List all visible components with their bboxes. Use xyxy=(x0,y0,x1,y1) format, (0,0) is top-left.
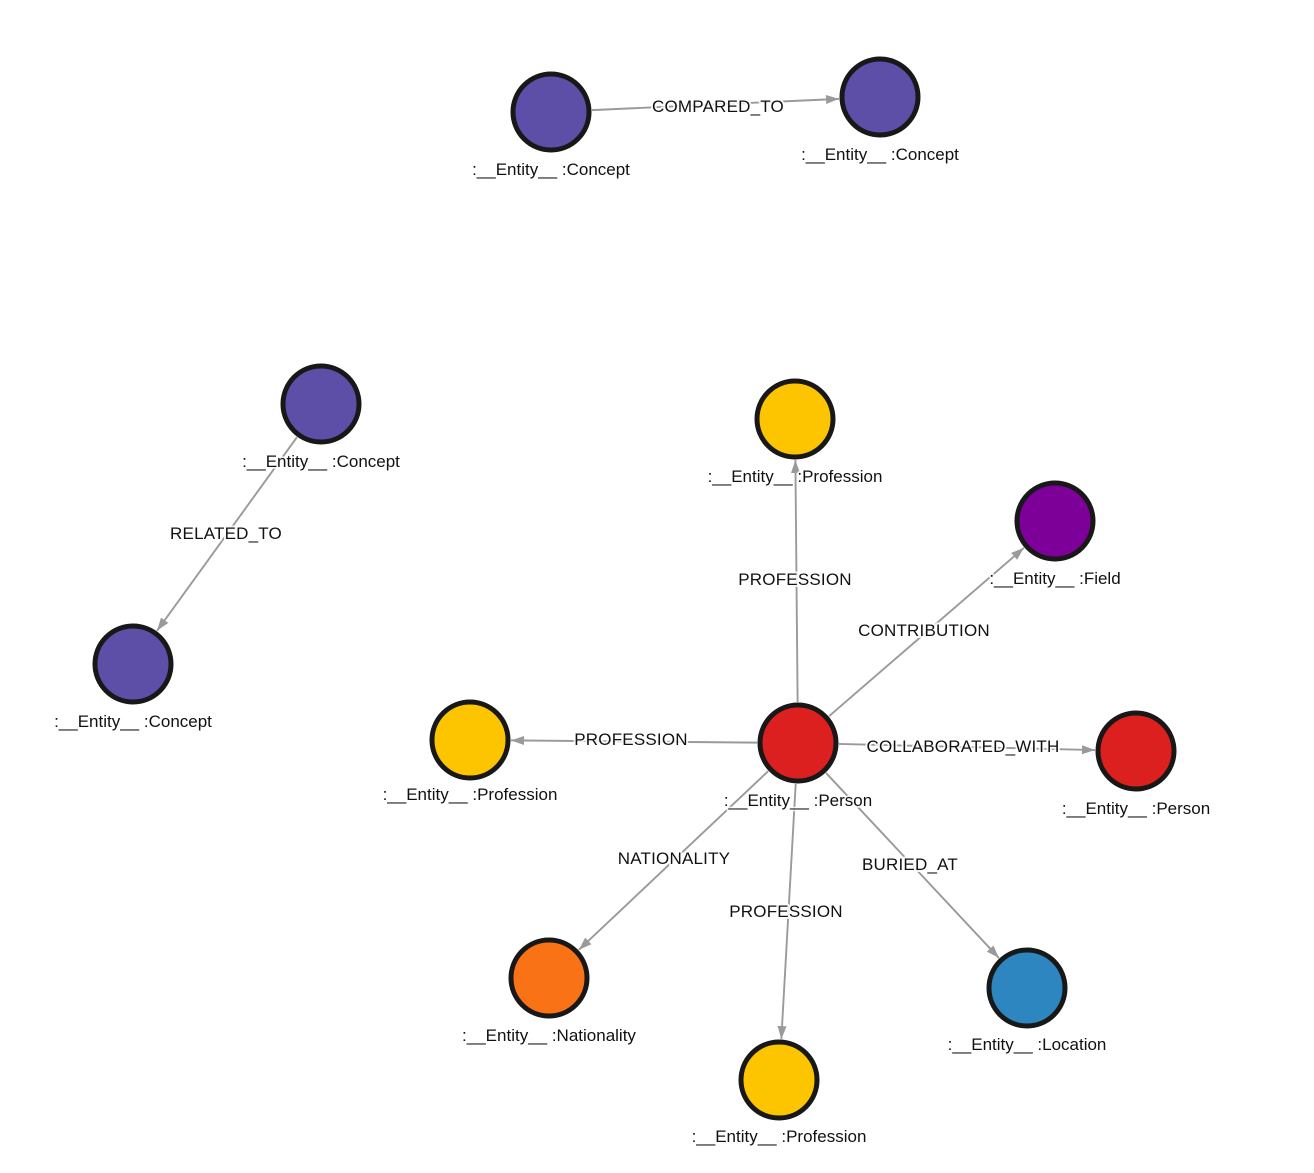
edge-arrowhead-icon xyxy=(578,937,592,950)
edge-arrowhead-icon xyxy=(986,945,1000,959)
edges-layer xyxy=(156,94,1096,1040)
graph-edge[interactable] xyxy=(828,547,1025,717)
edge-label-halo: COLLABORATED_WITH xyxy=(867,737,1060,756)
node-label-concept_mid_left: :__Entity__ :Concept xyxy=(242,452,400,471)
node-label-field_right: :__Entity__ :Field xyxy=(989,569,1120,588)
edge-label-e_profession_top: PROFESSION xyxy=(738,570,851,589)
graph-edge[interactable] xyxy=(510,739,758,744)
graph-node-location[interactable] xyxy=(986,947,1068,1029)
node-label-concept_low_left: :__Entity__ :Concept xyxy=(54,712,212,731)
node-label-profession_left: :__Entity__ :Profession xyxy=(383,785,558,804)
node-label-concept_top_left: :__Entity__ :Concept xyxy=(472,160,630,179)
edge-label-e_compared_to: COMPARED_TO xyxy=(652,97,784,116)
node-label-halo: :__Entity__ :Concept xyxy=(242,452,400,471)
edge-arrowhead-icon xyxy=(777,1025,787,1040)
edge-label-halo: COMPARED_TO xyxy=(652,97,784,116)
edge-arrowhead-icon xyxy=(157,617,169,631)
graph-edge[interactable] xyxy=(156,436,298,632)
edge-labels-layer: COMPARED_TOCOMPARED_TORELATED_TORELATED_… xyxy=(168,95,1061,923)
edge-arrowhead-icon xyxy=(1011,547,1024,560)
graph-edge[interactable] xyxy=(780,783,797,1040)
graph-node-nationality[interactable] xyxy=(508,937,590,1019)
node-label-halo: :__Entity__ :Profession xyxy=(708,467,883,486)
graph-edge[interactable] xyxy=(591,97,840,112)
edge-label-e_collaborated_with: COLLABORATED_WITH xyxy=(867,737,1060,756)
edge-arrowhead-icon xyxy=(825,94,840,104)
edge-arrowhead-icon xyxy=(791,459,800,474)
node-label-profession_bottom: :__Entity__ :Profession xyxy=(692,1127,867,1146)
node-label-halo: :__Entity__ :Concept xyxy=(472,160,630,179)
edge-label-e_nationality: NATIONALITY xyxy=(618,849,730,868)
edge-label-halo: BURIED_AT xyxy=(862,855,958,874)
node-label-person_center: :__Entity__ :Person xyxy=(724,791,872,810)
edge-label-e_contribution: CONTRIBUTION xyxy=(858,621,990,640)
graph-node-field[interactable] xyxy=(1014,480,1096,562)
node-label-location_bottom: :__Entity__ :Location xyxy=(948,1035,1107,1054)
node-label-halo: :__Entity__ :Concept xyxy=(801,145,959,164)
node-labels-layer: :__Entity__ :Concept :__Entity__ :Concept… xyxy=(52,143,1212,1148)
graph-edge[interactable] xyxy=(578,770,769,951)
edge-arrowhead-icon xyxy=(1081,745,1096,755)
edge-label-e_buried_at: BURIED_AT xyxy=(862,855,958,874)
node-label-halo: :__Entity__ :Person xyxy=(1062,799,1210,818)
node-label-halo: :__Entity__ :Field xyxy=(989,569,1120,588)
graph-node-concept[interactable] xyxy=(92,623,174,705)
graph-edge[interactable] xyxy=(838,743,1096,751)
graph-edge[interactable] xyxy=(825,772,1000,959)
edge-label-halo: CONTRIBUTION xyxy=(858,621,990,640)
node-label-halo: :__Entity__ :Concept xyxy=(54,712,212,731)
node-label-halo: :__Entity__ :Person xyxy=(724,791,872,810)
graph-node-concept[interactable] xyxy=(839,56,921,138)
graph-node-person[interactable] xyxy=(1095,710,1177,792)
edge-label-e_related_to: RELATED_TO xyxy=(170,524,282,543)
graph-node-concept[interactable] xyxy=(280,363,362,445)
edge-label-e_profession_bottom: PROFESSION xyxy=(729,902,842,921)
edge-label-halo: PROFESSION xyxy=(574,730,687,749)
node-label-halo: :__Entity__ :Profession xyxy=(692,1127,867,1146)
graph-node-person[interactable] xyxy=(757,702,839,784)
graph-node-profession[interactable] xyxy=(754,378,836,460)
node-label-halo: :__Entity__ :Profession xyxy=(383,785,558,804)
graph-node-profession[interactable] xyxy=(738,1039,820,1121)
node-label-halo: :__Entity__ :Location xyxy=(948,1035,1107,1054)
node-label-profession_top: :__Entity__ :Profession xyxy=(708,467,883,486)
graph-node-concept[interactable] xyxy=(510,71,592,153)
edge-arrowhead-icon xyxy=(510,735,525,745)
nodes-layer xyxy=(92,56,1177,1121)
node-label-halo: :__Entity__ :Nationality xyxy=(462,1026,636,1045)
edge-label-halo: NATIONALITY xyxy=(618,849,730,868)
node-label-person_right: :__Entity__ :Person xyxy=(1062,799,1210,818)
edge-label-halo: PROFESSION xyxy=(738,570,851,589)
node-label-concept_top_right: :__Entity__ :Concept xyxy=(801,145,959,164)
edge-label-halo: PROFESSION xyxy=(729,902,842,921)
node-label-nationality_bottom: :__Entity__ :Nationality xyxy=(462,1026,636,1045)
graph-edge[interactable] xyxy=(794,459,799,703)
edge-label-halo: RELATED_TO xyxy=(170,524,282,543)
graph-node-profession[interactable] xyxy=(429,699,511,781)
edge-label-e_profession_left: PROFESSION xyxy=(574,730,687,749)
